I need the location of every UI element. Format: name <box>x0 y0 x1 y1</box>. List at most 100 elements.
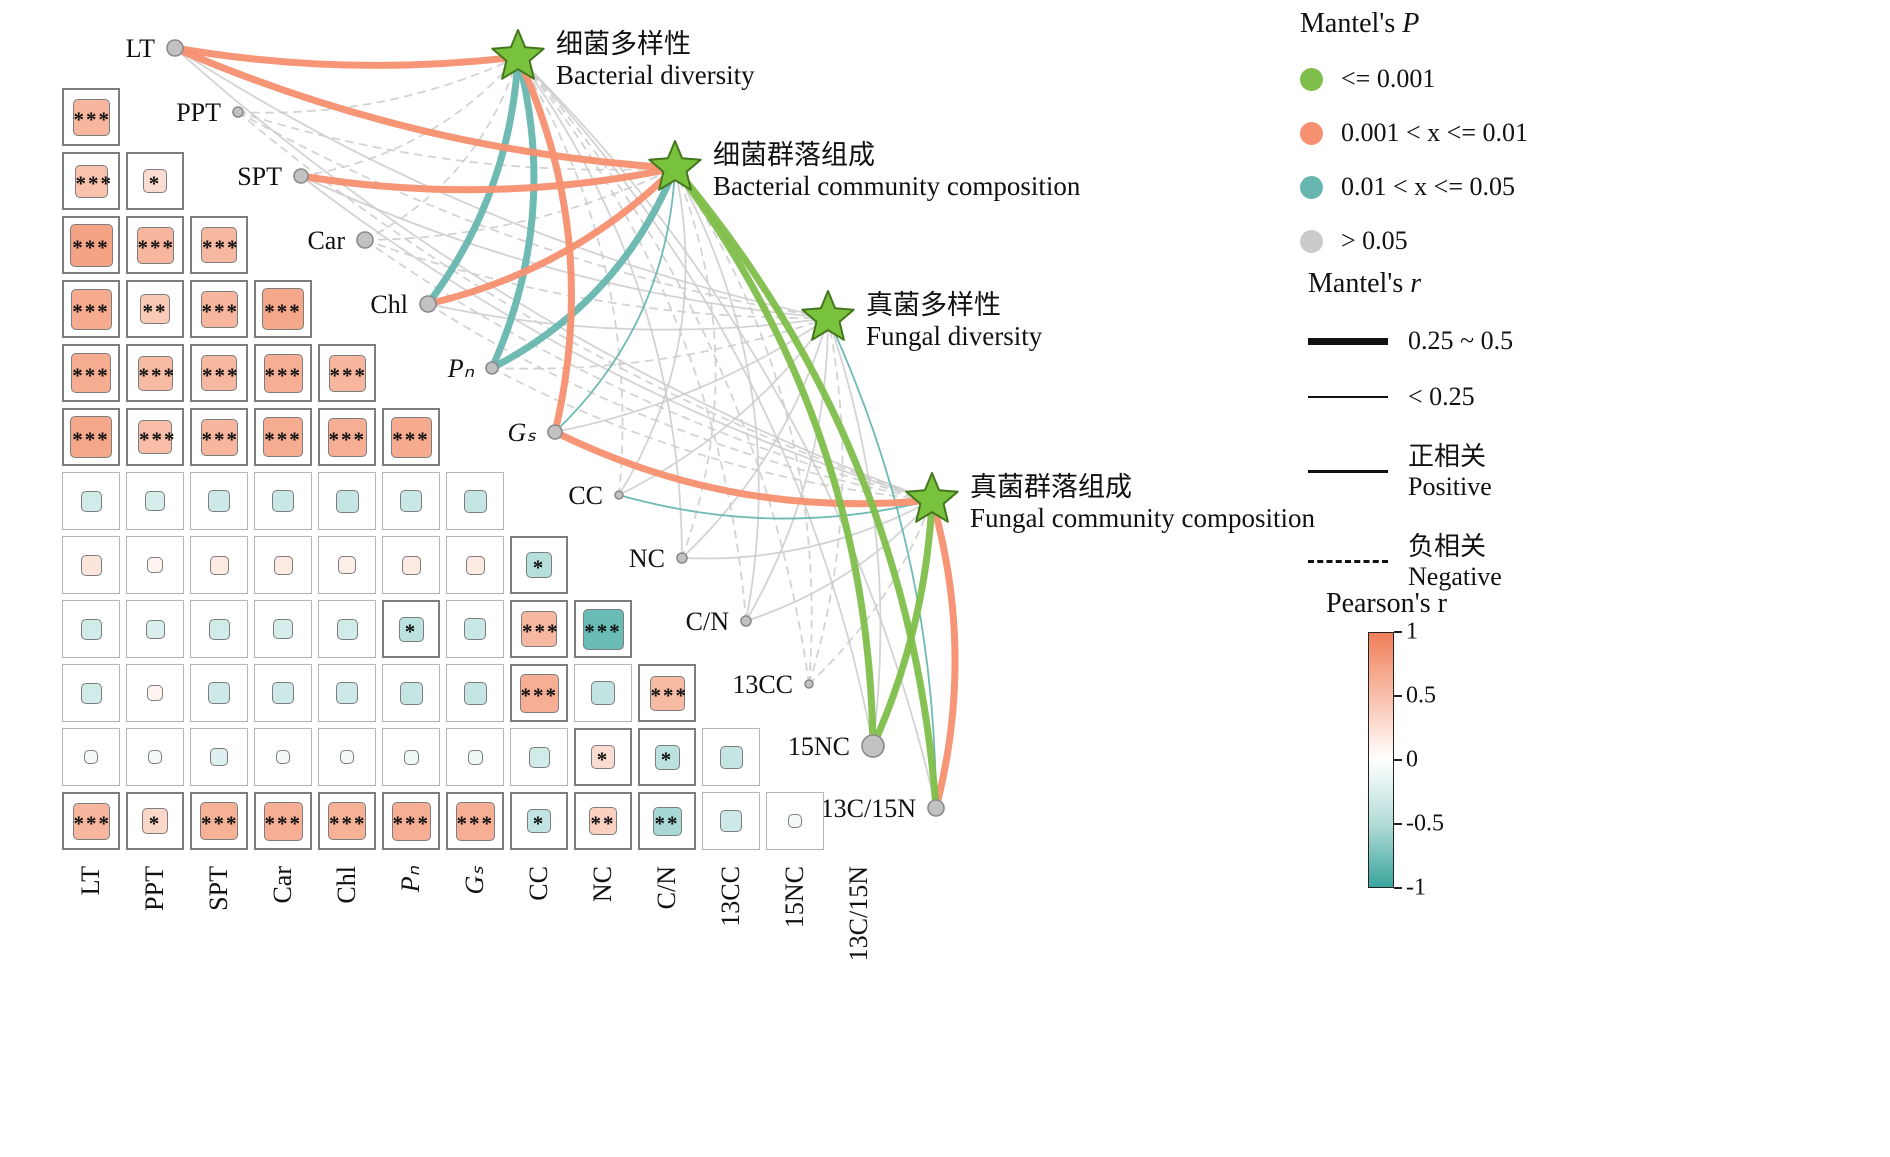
colorbar-tick-mark <box>1394 887 1402 889</box>
legend-item-label-en: Positive <box>1408 471 1492 501</box>
mantel-edge-NC-FCC <box>681 499 933 560</box>
legend-mantel-p-title-var: P <box>1402 8 1420 39</box>
legend-mantel-p-item-2: 0.01 < x <= 0.05 <box>1300 172 1528 202</box>
mantel-edge-13C/15N-BCC <box>671 164 940 812</box>
legend-color-dot-icon <box>1300 67 1323 91</box>
legend-mantel-p: Mantel's P <= 0.001 0.001 < x <= 0.01 0.01… <box>1300 8 1528 256</box>
mantel-edge-LT-FD <box>174 47 829 319</box>
legend-item-label-zh: 负相关 <box>1408 531 1487 561</box>
legend-line-sample-solid-icon <box>1308 470 1388 474</box>
node-Car <box>356 231 374 249</box>
mantel-edge-LT-BCC <box>171 44 679 172</box>
mantel-edge-C/N-FD <box>745 317 829 622</box>
mantel-edge-LT-BD <box>171 44 522 69</box>
node-Pn <box>485 361 499 375</box>
legend-pearson-title: Pearson's r <box>1326 588 1447 619</box>
node-15NC <box>861 734 885 758</box>
mantel-edge-CC-FD <box>618 317 829 496</box>
star-label-zh-BD: 细菌多样性 <box>556 29 691 59</box>
node-NC <box>676 552 688 564</box>
node-label-LT: LT <box>126 34 155 63</box>
legend-mantel-p-item-0: <= 0.001 <box>1300 64 1528 94</box>
legend-color-dot-icon <box>1300 229 1323 253</box>
mantel-edge-13CC-BD <box>517 56 810 685</box>
legend-mantel-p-items: <= 0.001 0.001 < x <= 0.01 0.01 < x <= 0.0… <box>1300 64 1528 256</box>
legend-item-label: > 0.05 <box>1341 226 1408 255</box>
node-CC <box>614 490 624 500</box>
mantel-edge-Car-FD <box>364 239 829 319</box>
legend-mantel-r-title-var: r <box>1410 268 1422 299</box>
node-label-15NC: 15NC <box>788 732 850 761</box>
mantel-edge-13CC-FCC <box>808 499 933 685</box>
mantel-edge-13CC-BCC <box>674 167 813 685</box>
mantel-edge-PPT-BD <box>237 56 519 114</box>
mantel-edge-PPT-BCC <box>237 111 676 171</box>
mantel-edge-Gs-FCC <box>551 428 936 508</box>
star-label-zh-BCC: 细菌群落组成 <box>713 140 875 170</box>
legend-item-label: < 0.25 <box>1408 382 1475 411</box>
colorbar-tick-mark <box>1394 695 1402 697</box>
node-label-13CC: 13CC <box>732 670 793 699</box>
legend-color-dot-icon <box>1300 121 1323 145</box>
mantel-edge-C/N-BD <box>517 56 747 622</box>
mantel-edge-Pn-FD <box>491 317 829 370</box>
colorbar-tick-label: 0.5 <box>1406 682 1436 709</box>
mantel-edge-PPT-FD <box>237 111 829 319</box>
legend-mantel-r-title: Mantel's r <box>1308 268 1513 300</box>
mantel-edge-SPT-FD <box>300 175 829 319</box>
node-SPT <box>293 168 309 184</box>
mantel-edge-SPT-BCC <box>297 164 679 194</box>
legend-line-sample-thick-icon <box>1308 337 1388 345</box>
node-Gs <box>547 424 563 440</box>
node-label-NC: NC <box>629 544 665 573</box>
node-13C/15N <box>927 799 945 817</box>
mantel-edge-CC-BCC <box>618 167 687 496</box>
legend-line-sample-thin-icon <box>1308 396 1388 398</box>
mantel-edge-C/N-FCC <box>745 499 933 622</box>
mantel-edge-SPT-BD <box>300 56 519 177</box>
node-13CC <box>804 679 814 689</box>
mantel-edge-15NC-FCC <box>869 496 936 750</box>
node-label-C/N: C/N <box>686 607 730 636</box>
mantel-edge-13C/15N-FCC <box>928 496 959 812</box>
node-label-CC: CC <box>568 481 603 510</box>
legend-item-label: 0.01 < x <= 0.05 <box>1341 172 1515 201</box>
legend-color-dot-icon <box>1300 175 1323 199</box>
star-label-en-FD: Fungal diversity <box>866 321 1043 351</box>
legend-mantel-p-title-text: Mantel's <box>1300 8 1403 39</box>
colorbar-tick-mark <box>1394 631 1402 633</box>
mantel-edge-NC-FD <box>681 317 829 559</box>
node-label-13C/15N: 13C/15N <box>821 794 917 823</box>
legend-line-sample-dashed-icon <box>1308 560 1388 564</box>
mantel-edge-15NC-BD <box>517 56 874 747</box>
node-C/N <box>740 615 752 627</box>
mantel-edge-Pn-BD <box>488 53 538 372</box>
node-Chl <box>419 295 437 313</box>
node-label-Chl: Chl <box>370 290 408 319</box>
legend-item-label: <= 0.001 <box>1341 64 1436 93</box>
mantel-edge-Chl-FCC <box>427 303 933 501</box>
colorbar-tick-mark <box>1394 759 1402 761</box>
mantel-edge-Chl-BD <box>424 53 522 308</box>
mantel-edge-Pn-BCC <box>488 164 679 372</box>
node-label-Car: Car <box>307 226 345 255</box>
node-label-SPT: SPT <box>237 162 282 191</box>
node-label-Gs: Gₛ <box>508 418 537 447</box>
pearson-colorbar <box>1368 632 1394 888</box>
mantel-edge-LT-FCC <box>174 47 933 501</box>
mantel-edge-15NC-BCC <box>671 164 877 750</box>
colorbar-tick-label: -0.5 <box>1406 810 1444 837</box>
legend-mantel-p-item-3: > 0.05 <box>1300 226 1528 256</box>
node-label-Pn: Pₙ <box>447 354 475 383</box>
mantel-edge-13C/15N-BD <box>517 56 937 809</box>
legend-item-label: 0.001 < x <= 0.01 <box>1341 118 1528 147</box>
star-BD <box>491 29 545 80</box>
mantel-edge-CC-FCC <box>618 494 933 520</box>
legend-item-label: 0.25 ~ 0.5 <box>1408 326 1514 355</box>
